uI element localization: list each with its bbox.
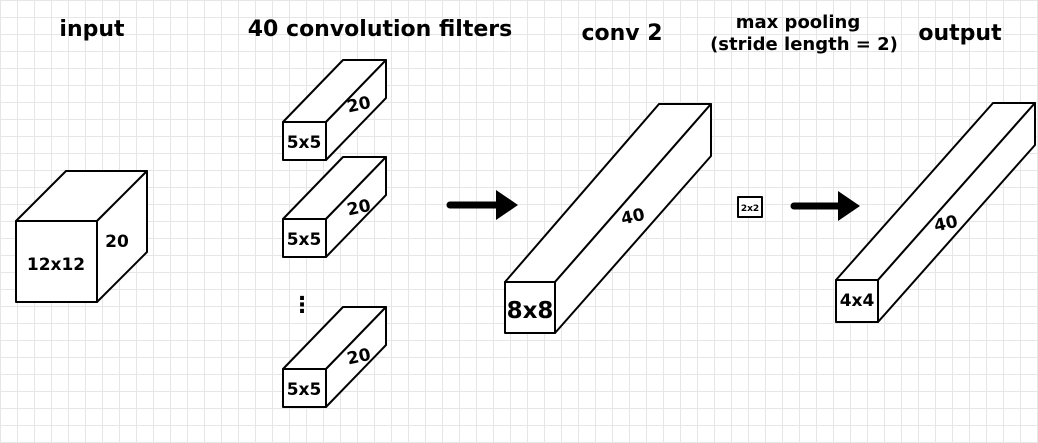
input-block-front	[15, 220, 98, 303]
filter-block: 5x5 20	[282, 306, 387, 408]
conv2-block-front	[504, 281, 556, 334]
right-arrow-icon	[446, 190, 518, 220]
filter-block-front	[282, 121, 327, 161]
conv2-block: 8x8 40	[504, 103, 712, 334]
conv2-face-label: 8x8	[507, 298, 554, 324]
header-input: input	[59, 17, 125, 42]
output-depth-label: 40	[932, 212, 959, 237]
header-maxpool-line2: (stride length = 2)	[710, 34, 898, 55]
output-block-front	[835, 279, 879, 323]
output-face-label: 4x4	[840, 291, 875, 311]
right-arrow-icon	[790, 191, 860, 221]
filter-depth-label: 20	[345, 196, 372, 221]
input-face-label: 12x12	[27, 255, 85, 275]
filters-ellipsis: ⋮	[291, 293, 313, 318]
input-block: 12x12 20	[15, 170, 148, 303]
pool-window-label: 2x2	[741, 204, 759, 214]
pool-window: 2x2	[737, 196, 763, 218]
conv2-depth-label: 40	[619, 205, 646, 230]
filter-block-front	[282, 368, 327, 408]
filter-block: 5x5 20	[282, 156, 387, 258]
filter-block-front	[282, 218, 327, 258]
header-output: output	[918, 21, 1002, 46]
pool-window-box	[737, 196, 763, 218]
output-block: 4x4 40	[835, 102, 1036, 323]
filter-block: 5x5 20	[282, 59, 387, 161]
header-maxpool-line1: max pooling	[736, 12, 860, 33]
filter-face-label: 5x5	[287, 380, 322, 400]
filter-face-label: 5x5	[287, 230, 322, 250]
filter-depth-label: 20	[345, 345, 372, 370]
arrow-head	[838, 191, 860, 221]
header-filters: 40 convolution filters	[248, 17, 512, 42]
filter-face-label: 5x5	[287, 133, 322, 153]
filter-depth-label: 20	[345, 93, 372, 118]
input-depth-label: 20	[105, 232, 129, 252]
arrow-head	[496, 190, 518, 220]
header-conv2: conv 2	[581, 21, 662, 46]
